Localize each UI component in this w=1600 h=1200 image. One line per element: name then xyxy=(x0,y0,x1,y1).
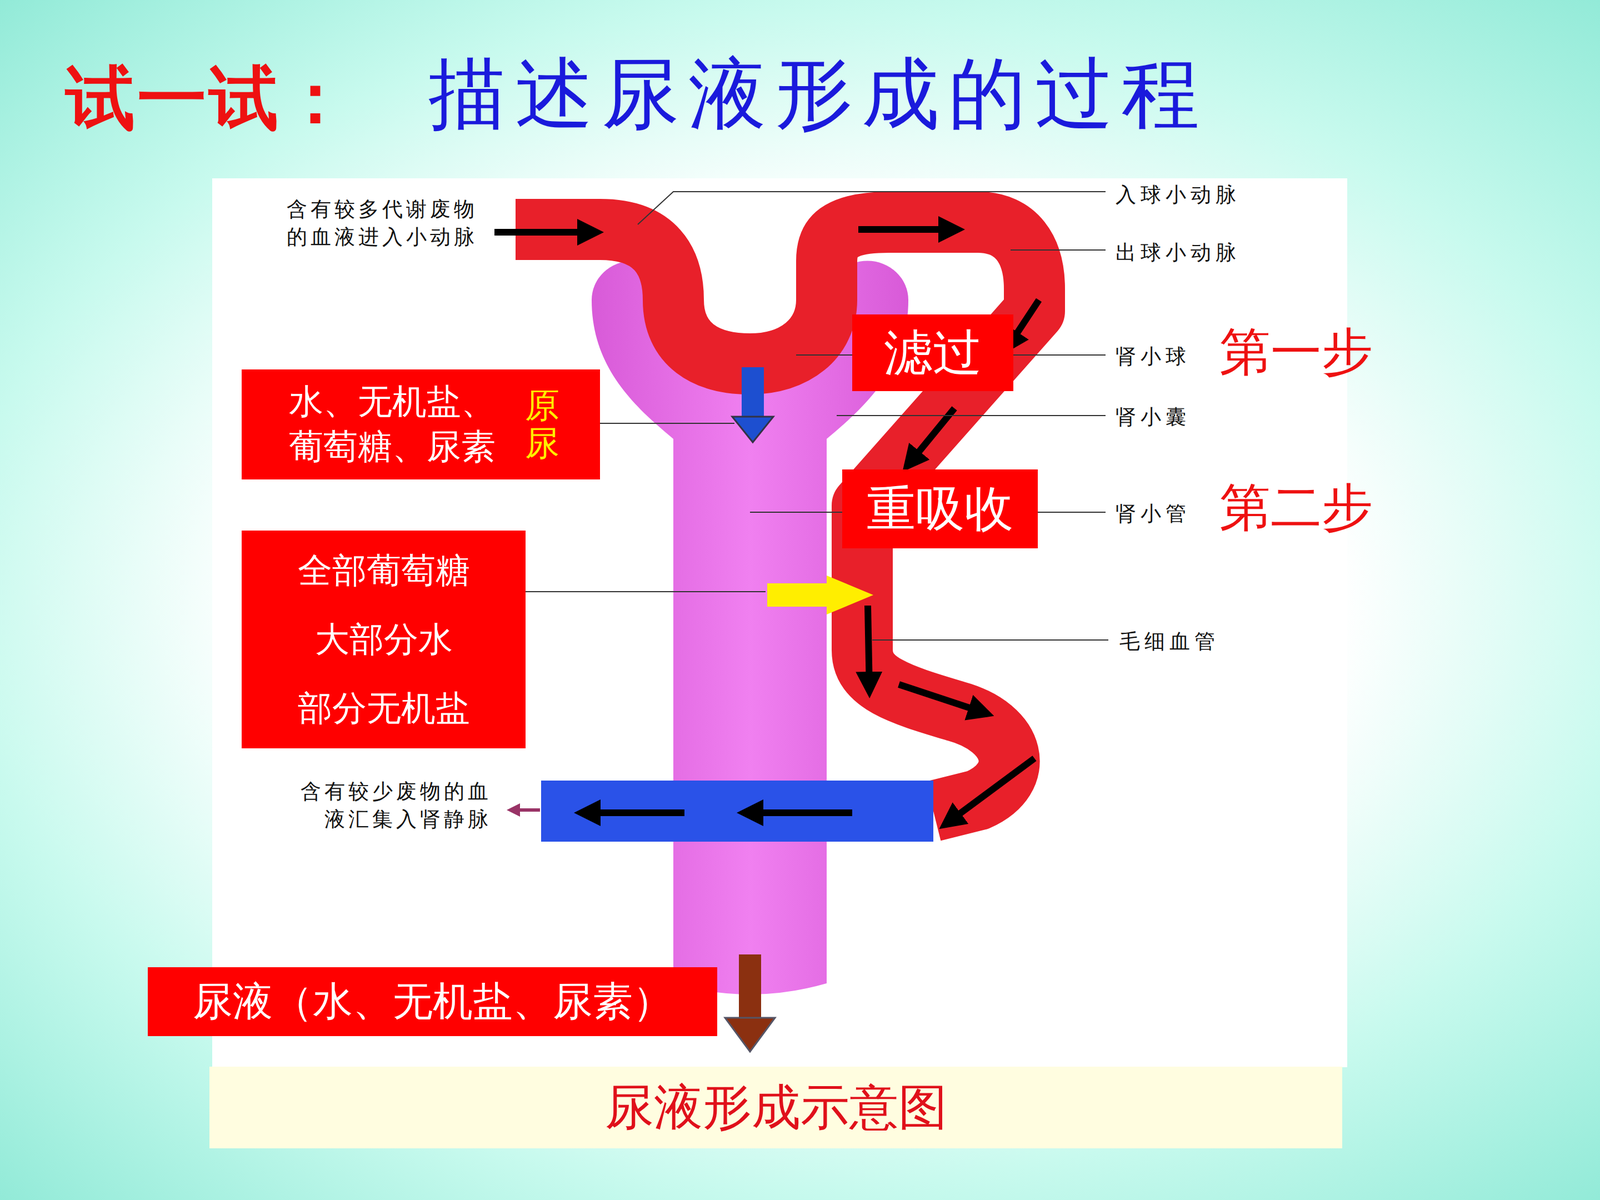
caption-band xyxy=(209,1066,1343,1149)
process-box: 重吸收 xyxy=(842,469,1038,549)
filtration-arrow xyxy=(741,367,764,420)
label: 出球小动脉 xyxy=(1115,238,1241,267)
process-box: 滤过 xyxy=(852,314,1014,392)
leader-line xyxy=(872,639,1109,641)
renal-vein-band xyxy=(541,780,934,842)
urine-arrow xyxy=(738,954,762,1022)
box-text: 水、无机盐、 葡萄糖、尿素 xyxy=(282,379,503,469)
box-text: 滤过 xyxy=(883,321,982,385)
label: 肾小囊 xyxy=(1115,403,1191,432)
flow-arrow xyxy=(867,605,870,692)
process-box: 尿液（水、无机盐、尿素） xyxy=(147,967,718,1037)
outflow-arrow xyxy=(510,808,540,812)
side-label: 原尿 xyxy=(525,386,560,463)
flow-arrow xyxy=(906,408,955,467)
box-text: 全部葡萄糖 大部分水 部分无机盐 xyxy=(287,536,480,743)
box-text: 重吸收 xyxy=(866,477,1014,541)
filtration-arrow-head xyxy=(732,416,774,443)
flow-arrow xyxy=(494,228,598,236)
flow-arrow xyxy=(580,809,685,817)
leader-line xyxy=(525,591,766,593)
label: 含有较少废物的血液汇集入肾静脉 xyxy=(280,777,492,834)
flow-arrow xyxy=(898,684,988,714)
title: 描述尿液形成的过程 xyxy=(428,51,1209,137)
leader-line xyxy=(637,191,1106,225)
blood-vessel xyxy=(515,222,1035,812)
label: 入球小动脉 xyxy=(1115,181,1241,209)
leader-line xyxy=(600,422,735,424)
flow-arrows xyxy=(494,229,1039,825)
process-box: 全部葡萄糖 大部分水 部分无机盐 xyxy=(241,530,526,749)
label: 含有较多代谢废物的血液进入小动脉 xyxy=(277,195,478,252)
process-box: 水、无机盐、 葡萄糖、尿素原尿 xyxy=(241,369,600,480)
label: 试一试： xyxy=(65,51,353,145)
flow-arrow xyxy=(858,226,959,233)
label: 毛细血管 xyxy=(1119,627,1220,656)
leader-lines xyxy=(525,191,1109,640)
label: 肾小球 xyxy=(1115,342,1191,371)
flow-arrow xyxy=(743,809,853,817)
label: 第一步 xyxy=(1219,317,1373,387)
reabsorption-arrow xyxy=(767,583,829,607)
label: 肾小管 xyxy=(1115,500,1191,528)
urine-arrow-head xyxy=(725,1017,775,1052)
leader-line xyxy=(836,415,1106,417)
caption: 尿液形成示意图 xyxy=(209,1077,1343,1137)
white-panel xyxy=(212,178,1348,1068)
box-text: 尿液（水、无机盐、尿素） xyxy=(192,975,673,1028)
leader-line xyxy=(1010,249,1106,251)
label: 第二步 xyxy=(1219,473,1373,543)
flow-arrow xyxy=(944,758,1035,825)
